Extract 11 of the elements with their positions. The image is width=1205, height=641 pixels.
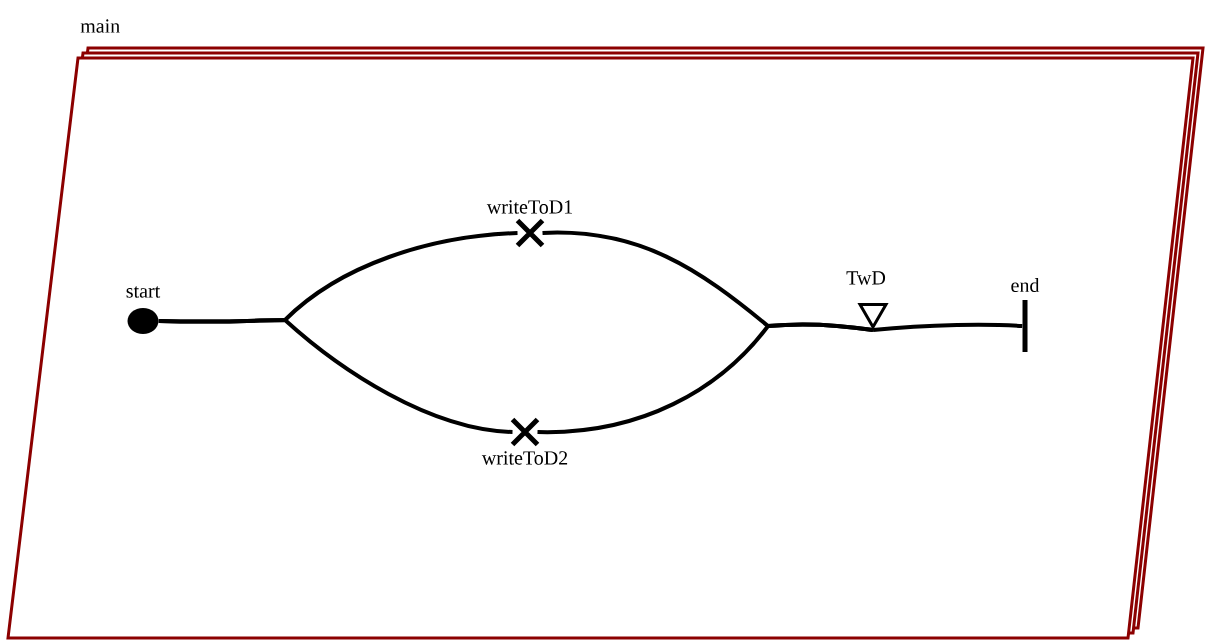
path-segment	[537, 322, 874, 434]
start-point: start	[126, 286, 161, 334]
responsibility-point: writeToD1	[486, 200, 572, 248]
responsibility-point: writeToD2	[481, 417, 568, 465]
end-bar: end	[1011, 277, 1040, 352]
path-segment	[158, 318, 513, 434]
path-segment	[872, 322, 1023, 332]
node-label: main	[80, 19, 120, 33]
node-label: TwD	[846, 271, 886, 285]
node-label: start	[126, 286, 161, 298]
node-label: end	[1011, 277, 1040, 293]
